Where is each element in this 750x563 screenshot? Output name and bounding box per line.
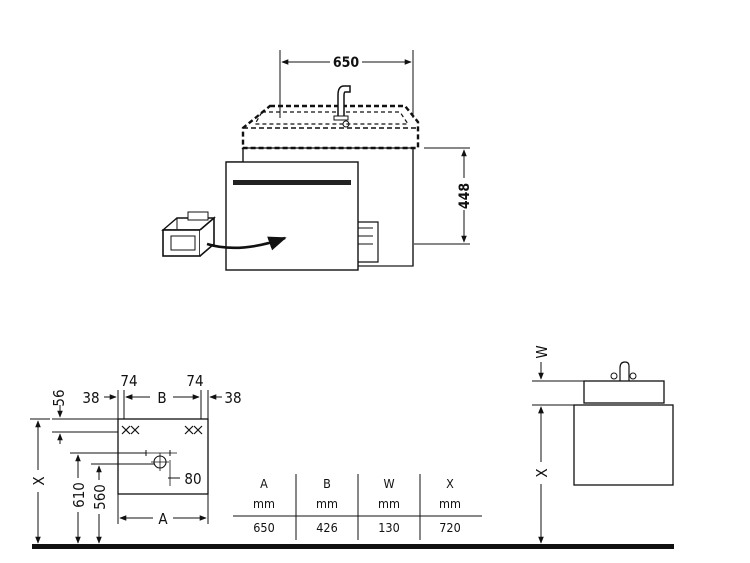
insert-arrow-icon [206, 236, 287, 251]
table-value-X: 720 [439, 520, 460, 535]
dim-74-left: 74 [120, 372, 137, 390]
dimension-table: A B W X mm mm mm mm 650 426 130 720 [233, 474, 482, 540]
dim-38-left: 38 [82, 389, 99, 407]
width-650-label: 650 [333, 55, 360, 71]
plan-view: 38 74 B 74 38 56 X 610 560 80 [30, 372, 242, 544]
dim-X-right: X [533, 468, 551, 477]
inner-drawer-icon [161, 211, 216, 257]
dim-560: 560 [91, 484, 109, 510]
table-header-B: B [323, 476, 331, 491]
dim-38-right: 38 [224, 389, 241, 407]
dim-80: 80 [184, 470, 201, 488]
table-unit-X: mm [439, 496, 461, 511]
table-header-A: A [260, 476, 268, 491]
table-value-B: 426 [316, 520, 337, 535]
table-header-W: W [383, 476, 394, 491]
dim-B: B [157, 389, 166, 407]
table-header-X: X [446, 476, 454, 491]
dim-74-right: 74 [186, 372, 203, 390]
dim-X-left: X [30, 476, 48, 485]
table-unit-A: mm [253, 496, 275, 511]
dim-A: A [158, 510, 168, 528]
dim-W: W [533, 345, 551, 358]
table-value-A: 650 [253, 520, 274, 535]
cabinet-perspective: 650 448 [161, 50, 473, 271]
side-elevation: W X [532, 345, 674, 544]
dim-56: 56 [50, 389, 68, 406]
height-448-label: 448 [457, 183, 473, 209]
table-unit-B: mm [316, 496, 338, 511]
table-value-W: 130 [378, 520, 399, 535]
dim-610: 610 [70, 482, 88, 508]
floor-line [32, 544, 674, 549]
table-unit-W: mm [378, 496, 400, 511]
small-faucet-icon [619, 361, 630, 381]
faucet-icon [337, 85, 351, 119]
